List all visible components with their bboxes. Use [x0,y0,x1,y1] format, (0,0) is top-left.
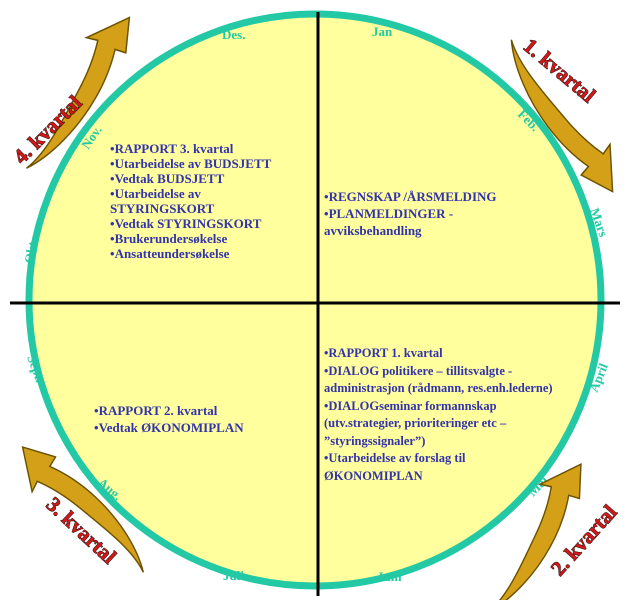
month-jul: Juli [223,568,244,583]
activity-item: Vedtak STYRINGSKORT [110,216,271,231]
activity-item: Utarbeidelse av BUDSJETT [110,156,271,171]
activity-item: Utarbeidelse av [110,186,271,201]
bottom-right-activities: RAPPORT 1. kvartal DIALOG politikere – t… [324,345,553,485]
month-jun: Juni [377,569,402,584]
activity-item: DIALOG politikere – tillitsvalgte - [324,363,553,381]
activity-item-continuation: ”styringssignaler”) [324,433,553,451]
activity-item-continuation: administrasjon (rådmann, res.enh.lederne… [324,380,553,398]
activity-item: DIALOGseminar formannskap [324,398,553,416]
activity-item: Vedtak BUDSJETT [110,171,271,186]
activity-item: Brukerundersøkelse [110,231,271,246]
activity-item: RAPPORT 1. kvartal [324,345,553,363]
top-left-activities: RAPPORT 3. kvartal Utarbeidelse av BUDSJ… [110,141,271,261]
activity-item: RAPPORT 2. kvartal [94,402,244,419]
activity-item: REGNSKAP /ÅRSMELDING [324,188,497,205]
month-dec: Des. [222,27,245,42]
activity-item-continuation: avviksbehandling [324,222,497,239]
activity-item-continuation: STYRINGSKORT [110,201,271,216]
activity-item: RAPPORT 3. kvartal [110,141,271,156]
activity-item: Utarbeidelse av forslag til [324,450,553,468]
activity-item: Vedtak ØKONOMIPLAN [94,419,244,436]
activity-item-continuation: (utv.strategier, prioriteringer etc – [324,415,553,433]
month-jan: Jan [372,24,393,39]
activity-item: PLANMELDINGER - [324,205,497,222]
top-right-activities: REGNSKAP /ÅRSMELDING PLANMELDINGER - avv… [324,188,497,239]
activity-item-continuation: ØKONOMIPLAN [324,468,553,486]
activity-item: Ansatteundersøkelse [110,246,271,261]
bottom-left-activities: RAPPORT 2. kvartal Vedtak ØKONOMIPLAN [94,402,244,436]
